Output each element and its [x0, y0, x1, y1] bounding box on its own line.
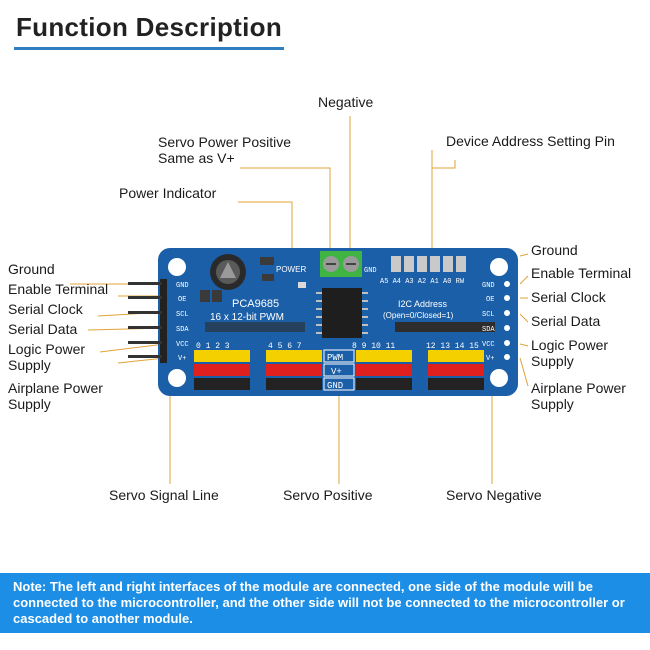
gnd-row-group-3	[356, 378, 412, 390]
power-label-text: POWER	[276, 265, 306, 274]
right-pin-scl: SCL	[482, 311, 495, 319]
label-power-indicator: Power Indicator	[119, 185, 217, 201]
gnd-row-label: GND	[327, 381, 343, 391]
mount-hole-bottom-right	[490, 369, 508, 387]
label-same-as-vplus: Same as V+	[158, 150, 235, 166]
label-right-logic-1: Logic Power	[531, 337, 609, 353]
mount-hole-bottom-left	[168, 369, 186, 387]
gnd-row-group-1	[194, 378, 250, 390]
vplus-row-group-2	[266, 364, 322, 376]
channel-group-2: 4 5 6 7	[268, 342, 302, 351]
vplus-row-group-3	[356, 364, 412, 376]
right-header-holes	[504, 281, 510, 360]
vplus-row-group-1	[194, 364, 250, 376]
vplus-row-label: V+	[331, 367, 342, 377]
terminal-vplus-label: V+	[318, 243, 326, 251]
pwm-row-label: PWM	[327, 353, 343, 363]
mount-hole-top-left	[168, 258, 186, 276]
label-servo-power-positive: Servo Power Positive	[158, 134, 292, 150]
board-subtitle-text: 16 x 12-bit PWM	[210, 312, 284, 323]
i2c-address-text: I2C Address	[398, 299, 448, 309]
channel-group-3: 8 9 10 11	[352, 342, 395, 351]
gnd-label-box	[323, 377, 355, 391]
label-left-airplane-1: Airplane Power	[8, 380, 103, 396]
pca9685-chip	[322, 288, 362, 338]
label-servo-positive: Servo Positive	[283, 487, 373, 503]
pwm-row-group-2	[266, 350, 322, 362]
label-right-airplane-2: Supply	[531, 396, 574, 412]
right-pin-oe: OE	[486, 296, 494, 304]
left-pin-scl: SCL	[176, 311, 189, 319]
label-right-logic-2: Supply	[531, 353, 574, 369]
chip-name-text: PCA9685	[232, 298, 279, 310]
resistor-array	[205, 322, 495, 332]
left-header	[128, 279, 167, 363]
i2c-open-closed-text: (Open=0/Closed=1)	[383, 311, 454, 320]
smd-components	[200, 257, 274, 302]
address-pins-text: A5 A4 A3 A2 A1 A0 RW	[380, 278, 465, 286]
channel-group-4: 12 13 14 15	[426, 342, 479, 351]
label-left-data: Serial Data	[8, 321, 78, 337]
power-led	[298, 282, 306, 288]
label-left-ground: Ground	[8, 261, 55, 277]
gnd-row-group-4	[428, 378, 484, 390]
label-left-enable: Enable Terminal	[8, 281, 109, 297]
left-pin-vplus: V+	[178, 355, 186, 363]
terminal-gnd-label: GND	[364, 267, 377, 275]
label-servo-signal-line: Servo Signal Line	[109, 487, 219, 503]
vplus-label-box	[323, 363, 355, 377]
channel-group-1: 0 1 2 3	[196, 342, 230, 351]
label-right-clock: Serial Clock	[531, 289, 606, 305]
label-right-ground: Ground	[531, 242, 578, 258]
label-right-airplane-1: Airplane Power	[531, 380, 626, 396]
left-pin-oe: OE	[178, 296, 186, 304]
pwm-row-group-1	[194, 350, 250, 362]
pwm-row-group-3	[356, 350, 412, 362]
right-pin-vcc: VCC	[482, 341, 495, 349]
note-banner	[0, 573, 650, 633]
title-underline	[14, 47, 284, 50]
label-left-logic-2: Supply	[8, 357, 51, 373]
pwm-row-group-4	[428, 350, 484, 362]
mount-hole-top-right	[490, 258, 508, 276]
note-text: Note: The left and right interfaces of t…	[13, 579, 625, 626]
label-negative: Negative	[318, 94, 374, 110]
right-pin-sda: SDA	[482, 326, 495, 334]
label-left-airplane-2: Supply	[8, 396, 51, 412]
vplus-row-group-4	[428, 364, 484, 376]
left-pin-sda: SDA	[176, 326, 189, 334]
right-pin-vplus: V+	[486, 355, 494, 363]
page-title: Function Description	[16, 12, 282, 42]
left-pin-vcc: VCC	[176, 341, 189, 349]
label-left-logic-1: Logic Power	[8, 341, 86, 357]
label-right-enable: Enable Terminal	[531, 265, 632, 281]
servo-headers	[194, 350, 484, 390]
label-servo-negative: Servo Negative	[446, 487, 542, 503]
pwm-label-box	[323, 349, 355, 363]
address-jumper-pads	[391, 256, 466, 272]
left-pin-gnd: GND	[176, 282, 189, 290]
label-right-data: Serial Data	[531, 313, 601, 329]
gnd-row-group-2	[266, 378, 322, 390]
label-device-address: Device Address Setting Pin	[446, 133, 615, 149]
right-pin-gnd: GND	[482, 282, 495, 290]
label-left-clock: Serial Clock	[8, 301, 83, 317]
